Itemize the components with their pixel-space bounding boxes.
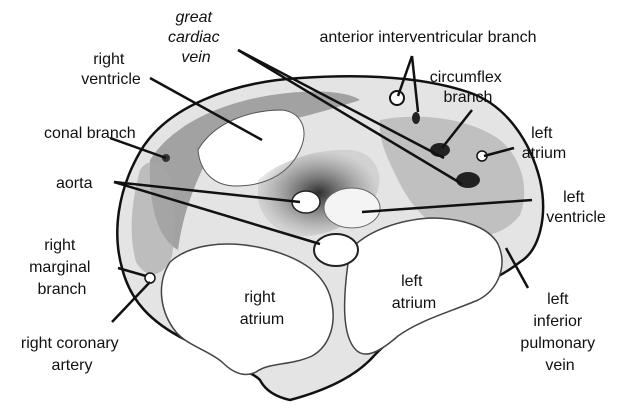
anterior-vessel-2: [412, 112, 420, 124]
label-right-coronary-artery: right coronary artery: [21, 335, 123, 374]
label-conal-branch: conal branch: [44, 125, 136, 142]
aorta-lower-lumen: [314, 234, 358, 266]
label-left-ventricle: left ventricle: [546, 189, 606, 226]
right-lateral-wall: [132, 162, 175, 274]
label-right-ventricle: right ventricle: [81, 51, 141, 88]
label-right-marginal-branch: right marginal branch: [29, 237, 95, 298]
label-great-cardiac-vein: great cardiac vein: [168, 9, 224, 66]
heart-specimen: [117, 76, 543, 400]
label-left-inferior-pulmonary-vein: left inferior pulmonary vein: [520, 291, 599, 374]
label-anterior-interventricular-branch: anterior interventricular branch: [320, 29, 537, 46]
label-aorta: aorta: [56, 175, 93, 192]
anterior-vessel-1: [390, 91, 404, 105]
left-ventricle-lumen: [324, 188, 380, 228]
label-left-atrium-top: left atrium: [522, 125, 566, 162]
right-coronary-vessel: [145, 273, 155, 283]
great-cardiac-vein-lumen: [456, 172, 480, 188]
